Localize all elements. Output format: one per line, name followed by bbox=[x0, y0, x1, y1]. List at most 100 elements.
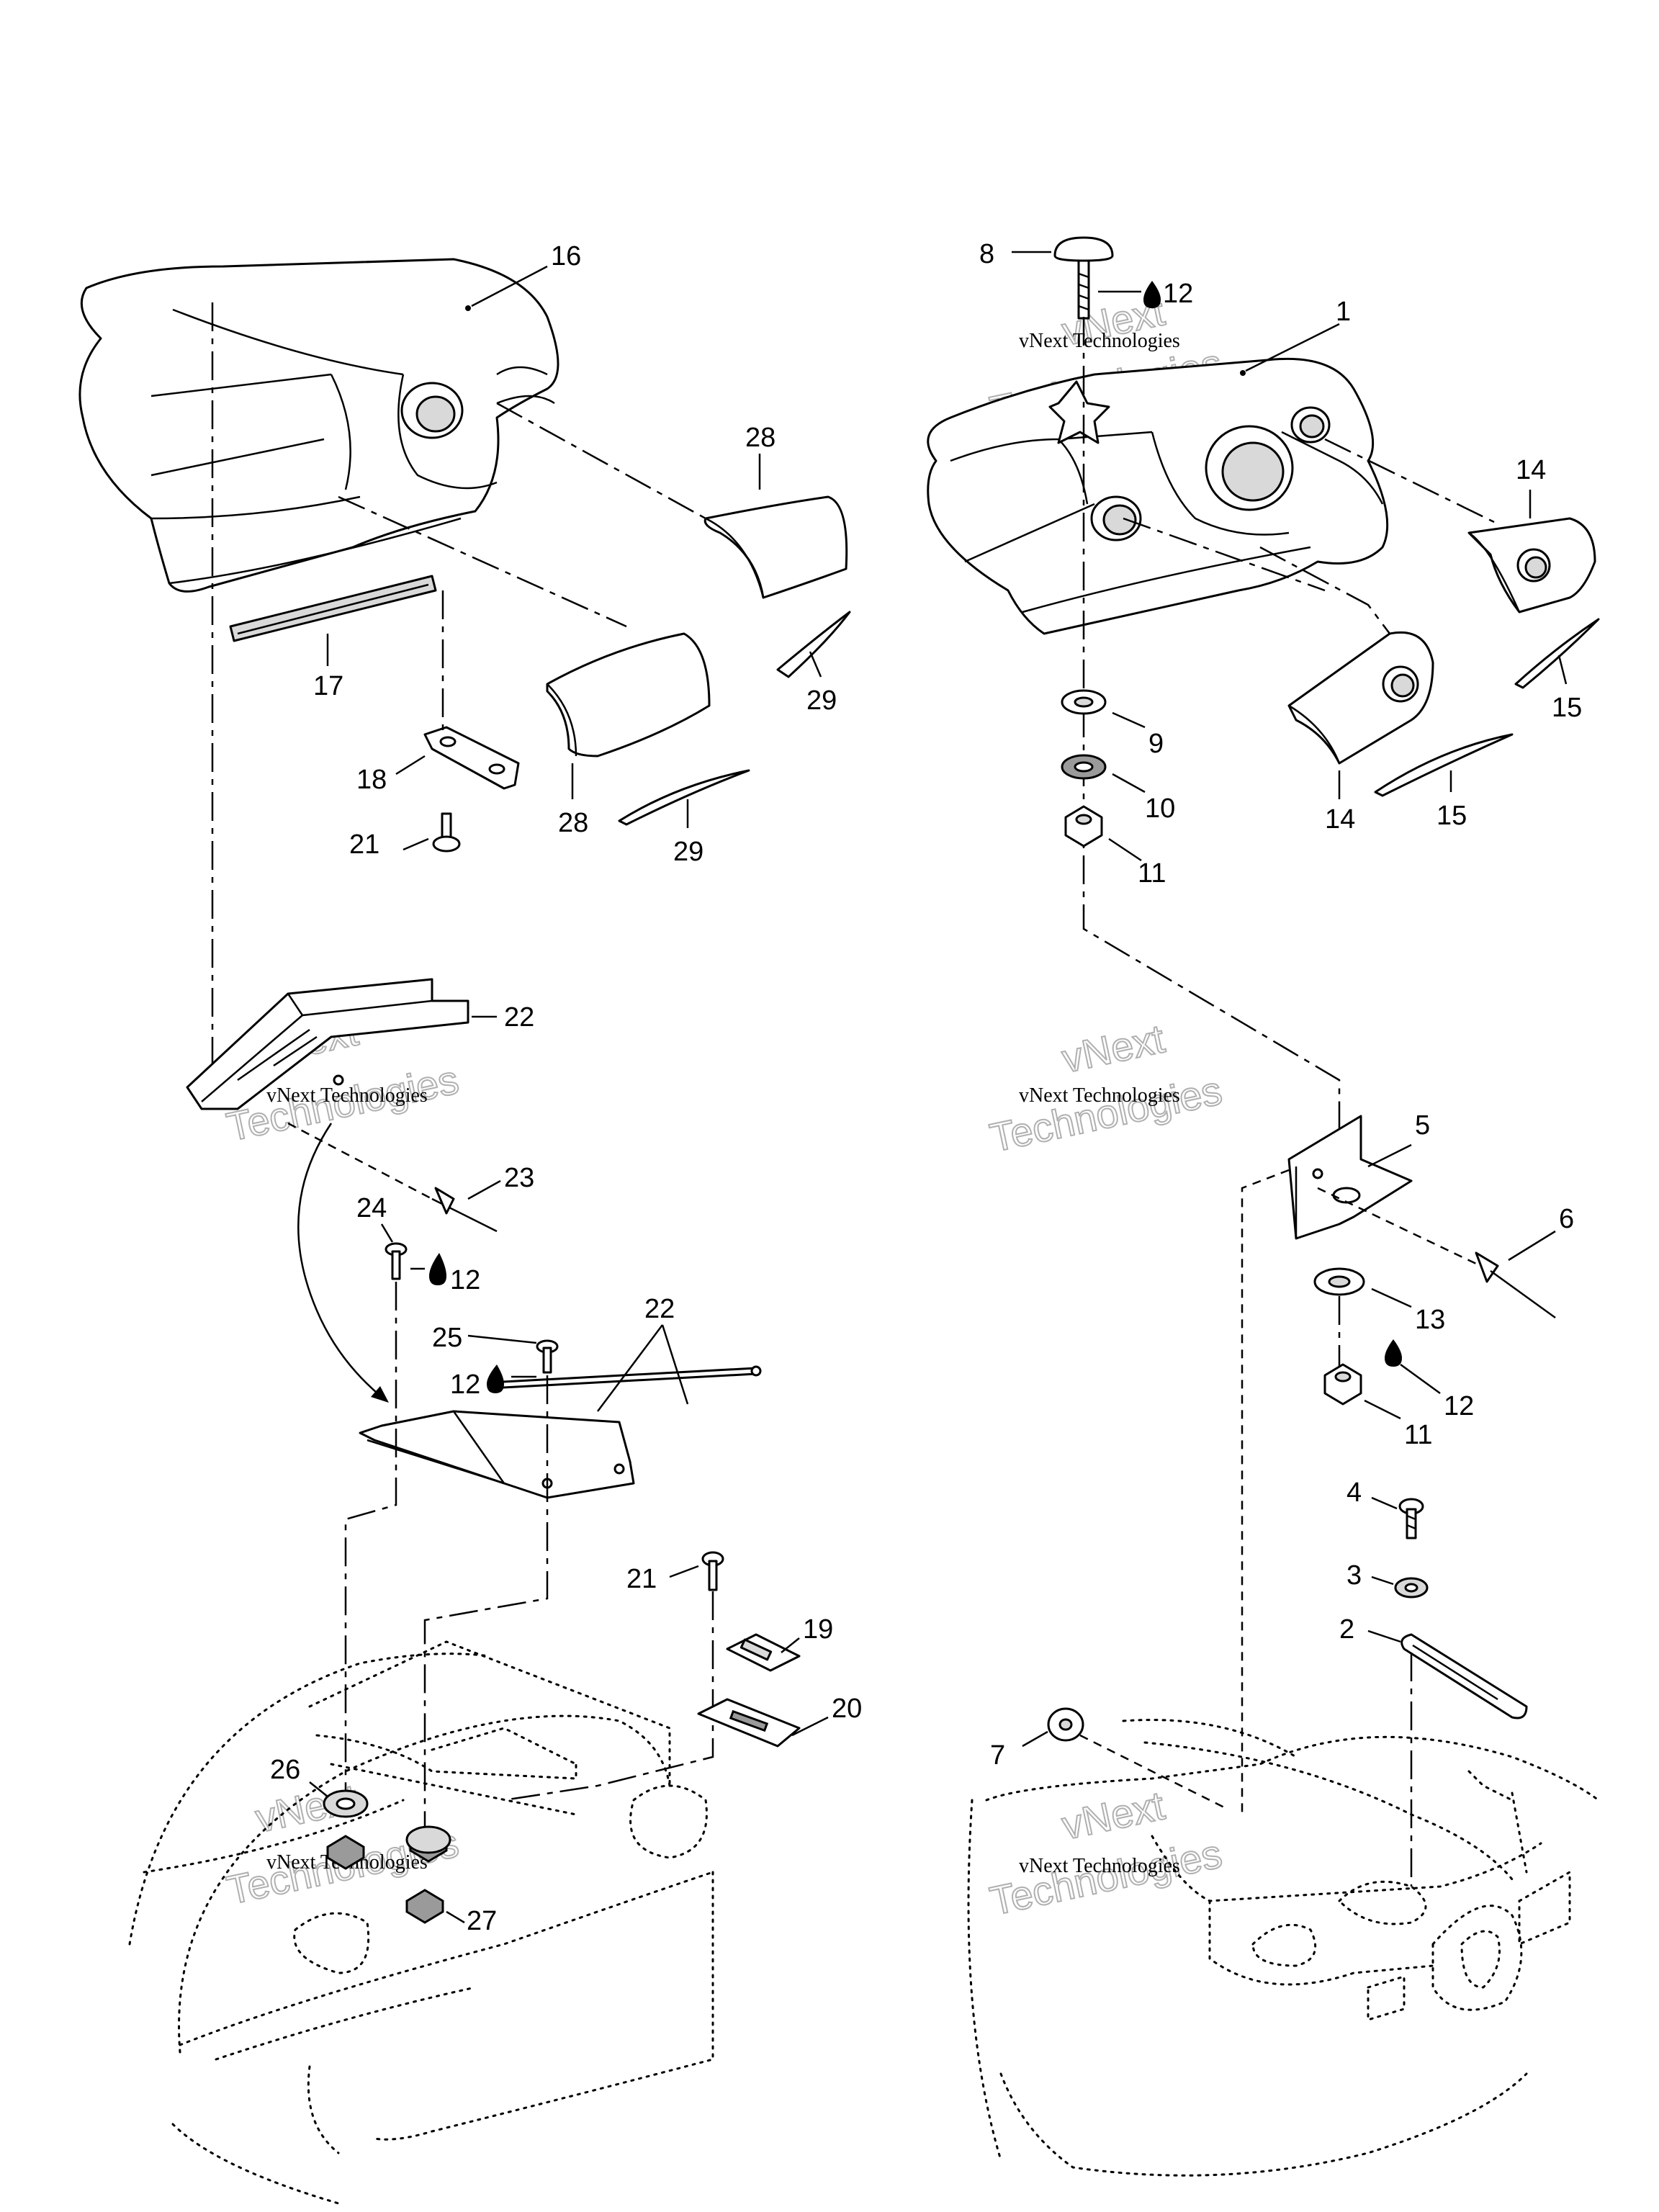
svg-text:21: 21 bbox=[349, 830, 379, 860]
svg-text:25: 25 bbox=[432, 1323, 462, 1353]
svg-text:12: 12 bbox=[450, 1370, 480, 1400]
svg-text:11: 11 bbox=[1138, 858, 1166, 889]
trim-part-28-upper: 28 bbox=[703, 423, 848, 599]
watermark-text-2: vNext Technologies bbox=[1019, 330, 1180, 352]
centerline-16-d bbox=[338, 495, 627, 628]
svg-text:15: 15 bbox=[1437, 801, 1467, 831]
svg-text:17: 17 bbox=[313, 671, 343, 701]
nut-part-11-upper: 11 bbox=[1064, 805, 1166, 889]
latch-part-20: 20 bbox=[697, 1694, 862, 1748]
svg-text:18: 18 bbox=[356, 765, 387, 795]
svg-text:5: 5 bbox=[1415, 1110, 1430, 1141]
washer-part-7: 7 bbox=[990, 1707, 1225, 1809]
watermark-text-6: vNext Technologies bbox=[1019, 1855, 1180, 1877]
svg-text:7: 7 bbox=[990, 1740, 1005, 1771]
svg-text:22: 22 bbox=[504, 1002, 534, 1033]
cover-part-14-lower: 14 bbox=[1287, 631, 1434, 835]
strip-part-17: 17 bbox=[229, 575, 437, 701]
sealant-drop-icon-11 bbox=[1385, 1339, 1402, 1367]
washer-part-3: 3 bbox=[1346, 1560, 1429, 1599]
rivet-part-23: 23 bbox=[287, 1122, 534, 1233]
mount-part-22-upper: 22 bbox=[186, 978, 534, 1110]
bolt-part-8: 8 12 bbox=[979, 236, 1193, 320]
svg-text:4: 4 bbox=[1346, 1478, 1362, 1508]
svg-text:12: 12 bbox=[1444, 1391, 1474, 1421]
svg-text:2: 2 bbox=[1339, 1614, 1354, 1645]
watermark-text-4: vNext Technologies bbox=[1019, 1084, 1180, 1107]
svg-text:1: 1 bbox=[1336, 297, 1351, 327]
svg-text:28: 28 bbox=[558, 808, 588, 838]
svg-text:16: 16 bbox=[551, 241, 581, 271]
svg-text:12: 12 bbox=[450, 1265, 480, 1295]
washer-part-26: 26 bbox=[270, 1755, 369, 1818]
svg-text:28: 28 bbox=[745, 423, 775, 453]
centerline-24 bbox=[344, 1282, 397, 1800]
watermark-text-3: vNext Technologies bbox=[266, 1084, 428, 1107]
assembly-arrow bbox=[297, 1123, 382, 1398]
watermark-vnext-6: vNext bbox=[1058, 1782, 1169, 1848]
rivet-part-6: 6 bbox=[1317, 1187, 1574, 1319]
callout-16: 16 bbox=[465, 241, 581, 311]
svg-text:3: 3 bbox=[1346, 1560, 1362, 1591]
sealant-drop-icon-8 bbox=[1143, 281, 1161, 308]
svg-text:20: 20 bbox=[832, 1694, 862, 1724]
seal-part-29-upper: 29 bbox=[776, 611, 851, 716]
screw-part-24: 24 12 bbox=[356, 1193, 480, 1295]
svg-text:27: 27 bbox=[467, 1906, 497, 1936]
svg-text:14: 14 bbox=[1516, 455, 1546, 485]
seal-part-15-lower: 15 bbox=[1374, 733, 1514, 831]
seal-part-29-lower: 29 bbox=[618, 769, 750, 867]
hidden-line-bracket bbox=[1241, 1169, 1290, 1815]
assembly-arrowhead bbox=[371, 1386, 389, 1403]
screw-part-21-lower: 21 bbox=[626, 1551, 724, 1594]
callout-1: 1 bbox=[1240, 297, 1351, 376]
latch-part-19: 19 bbox=[726, 1614, 833, 1672]
svg-text:15: 15 bbox=[1552, 693, 1582, 723]
sealant-drop-icon-25 bbox=[487, 1364, 504, 1393]
screw-part-25: 25 12 bbox=[432, 1323, 559, 1400]
washer-part-10: 10 bbox=[1061, 754, 1175, 824]
svg-text:21: 21 bbox=[626, 1564, 657, 1594]
svg-text:8: 8 bbox=[979, 239, 994, 269]
svg-text:14: 14 bbox=[1325, 804, 1355, 835]
hull-outline-left bbox=[128, 1640, 714, 2205]
screw-part-4: 4 bbox=[1346, 1478, 1424, 1539]
svg-text:10: 10 bbox=[1145, 793, 1175, 824]
svg-text:11: 11 bbox=[1404, 1420, 1432, 1450]
nut-part-27: 27 bbox=[326, 1825, 497, 1936]
svg-text:12: 12 bbox=[1163, 279, 1193, 309]
washer-part-9: 9 bbox=[1061, 689, 1164, 759]
centerline-21 bbox=[503, 1591, 714, 1802]
svg-text:22: 22 bbox=[644, 1294, 675, 1324]
cover-part-14-upper: 14 bbox=[1467, 455, 1596, 613]
svg-text:6: 6 bbox=[1559, 1204, 1574, 1234]
console-part-1 bbox=[927, 357, 1389, 635]
svg-text:19: 19 bbox=[803, 1614, 833, 1645]
svg-text:24: 24 bbox=[356, 1193, 387, 1223]
svg-text:13: 13 bbox=[1415, 1305, 1445, 1335]
svg-text:29: 29 bbox=[673, 837, 703, 867]
washer-part-13: 13 bbox=[1313, 1267, 1445, 1335]
nut-part-11-lower: 11 12 bbox=[1323, 1339, 1474, 1450]
screw-part-21-upper: 21 bbox=[349, 812, 461, 860]
bracket-part-18: 18 bbox=[356, 726, 520, 795]
watermark-vnext-4: vNext bbox=[1058, 1015, 1169, 1081]
bracket-part-5: 5 bbox=[1287, 1110, 1430, 1240]
strap-part-2: 2 bbox=[1339, 1614, 1528, 1719]
plate-part-22-lower: 22 bbox=[359, 1294, 762, 1499]
watermark-technologies-4: Technologies bbox=[986, 1067, 1226, 1161]
hull-outline-right bbox=[967, 1719, 1600, 2177]
svg-text:29: 29 bbox=[806, 685, 837, 716]
svg-text:23: 23 bbox=[504, 1163, 534, 1193]
centerline-25 bbox=[423, 1375, 549, 1836]
centerline-1-b bbox=[1324, 438, 1495, 523]
sealant-drop-icon bbox=[429, 1253, 446, 1285]
trim-part-28-lower: 28 bbox=[546, 632, 711, 838]
centerline-16-c bbox=[496, 402, 706, 520]
svg-text:26: 26 bbox=[270, 1755, 300, 1785]
centerline-1-c bbox=[1123, 517, 1326, 592]
svg-text:9: 9 bbox=[1148, 729, 1164, 759]
seal-part-15-upper: 15 bbox=[1514, 618, 1600, 723]
centerline-1-d bbox=[1259, 546, 1390, 634]
